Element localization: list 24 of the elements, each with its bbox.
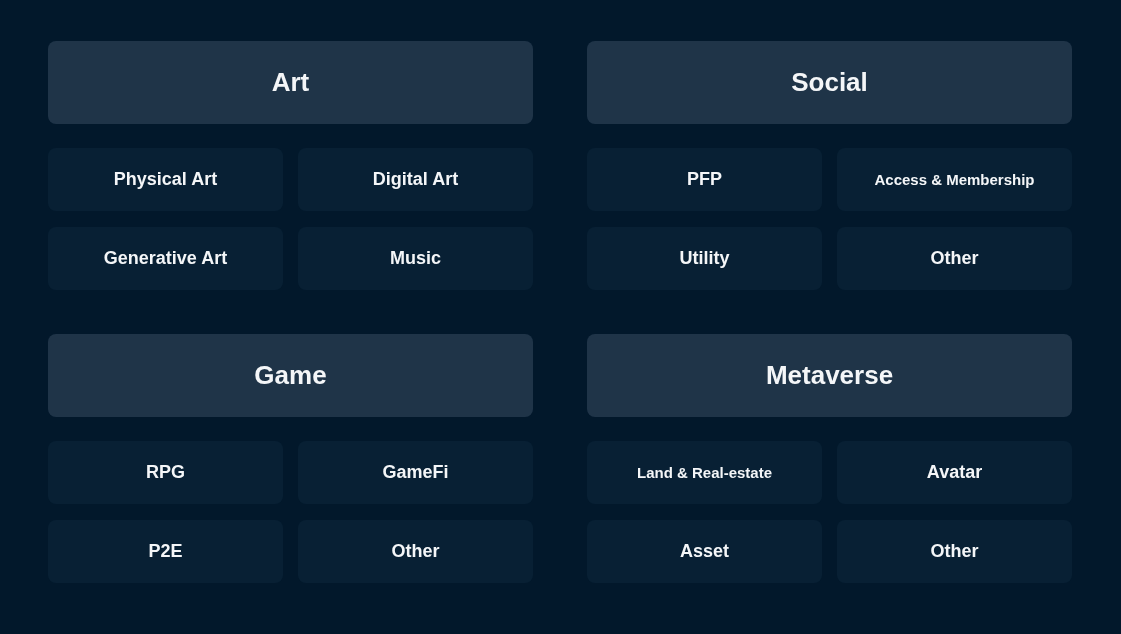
subcategory-label: Generative Art (103, 248, 228, 269)
subcategory-label: Other (930, 541, 979, 562)
subcategory-label: RPG (146, 462, 185, 483)
subcategory-label: PFP (687, 169, 722, 190)
subcategory-label: Other (391, 541, 440, 562)
subcategory-label: Avatar (926, 462, 983, 483)
category-title: Game (254, 360, 327, 391)
subcategory-label: Physical Art (113, 169, 218, 190)
subcategory-label: GameFi (382, 462, 449, 483)
category-header-box (48, 41, 533, 124)
category-header-box (48, 334, 533, 417)
subcategory-label: Asset (680, 541, 729, 562)
subcategory-label: Utility (679, 248, 730, 269)
category-header-box (587, 334, 1072, 417)
category-header-box (587, 41, 1072, 124)
category-title: Art (271, 67, 310, 98)
subcategory-label: Other (930, 248, 979, 269)
category-title: Metaverse (765, 360, 894, 391)
subcategory-label: Access & Membership (874, 171, 1035, 188)
subcategory-label: Music (390, 248, 441, 269)
subcategory-label: Land & Real-estate (636, 464, 772, 481)
subcategory-label: Digital Art (372, 169, 459, 190)
category-title: Social (791, 67, 868, 98)
subcategory-label: P2E (148, 541, 183, 562)
